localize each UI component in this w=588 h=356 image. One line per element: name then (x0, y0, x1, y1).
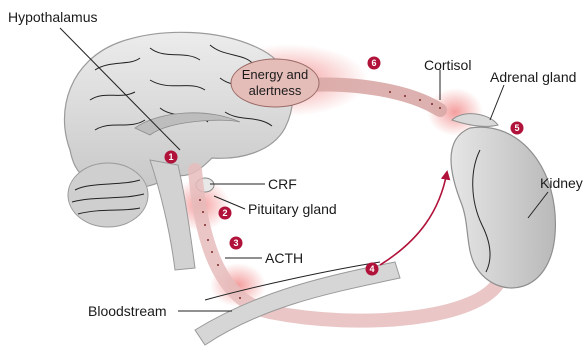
crf-label: CRF (268, 176, 297, 192)
kidney-illustration (451, 114, 555, 288)
kidney-label: Kidney (540, 175, 583, 191)
step-number-5: 5 (514, 123, 519, 133)
acth-to-adrenal-arrow (380, 172, 447, 265)
step-number-2: 2 (222, 208, 227, 218)
step-number-3: 3 (233, 238, 238, 248)
hypothalamus-label: Hypothalamus (8, 9, 98, 25)
step-marker-1: 1 (165, 151, 178, 164)
step-marker-3: 3 (230, 237, 243, 250)
step-marker-4: 4 (366, 263, 379, 276)
cortisol-label: Cortisol (424, 57, 471, 73)
energy-bubble: Energy and alertness (231, 59, 319, 107)
step-marker-2: 2 (219, 207, 232, 220)
pituitary-label: Pituitary gland (248, 201, 337, 217)
adrenal-label: Adrenal gland (490, 69, 576, 85)
step-number-4: 4 (369, 264, 374, 274)
step-marker-5: 5 (511, 122, 524, 135)
energy-label-line2: alertness (249, 83, 302, 98)
step-number-6: 6 (371, 58, 376, 68)
energy-label-line1: Energy and (242, 67, 309, 82)
step-number-1: 1 (168, 152, 173, 162)
step-marker-6: 6 (368, 57, 381, 70)
bloodstream-label: Bloodstream (88, 303, 167, 319)
acth-label: ACTH (265, 250, 303, 266)
